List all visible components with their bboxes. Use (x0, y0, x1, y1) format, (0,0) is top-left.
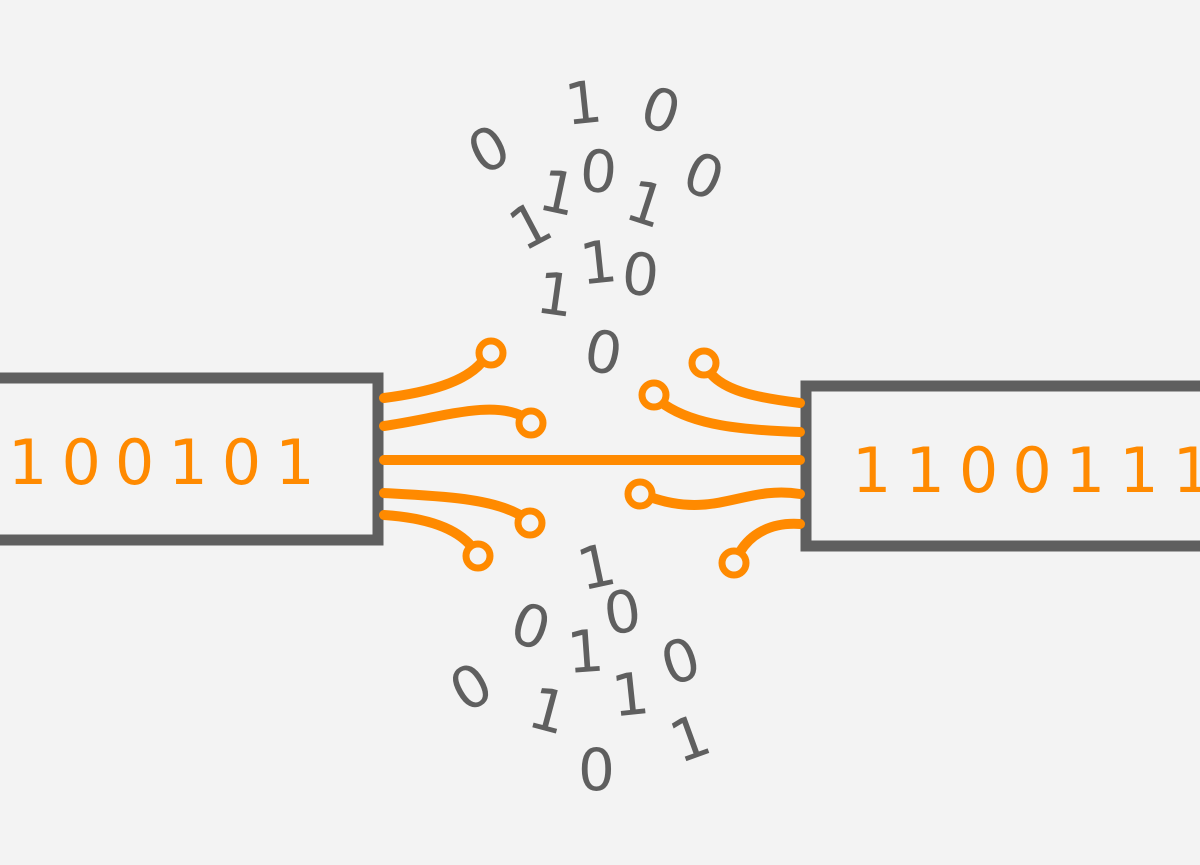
digit: 1 (609, 659, 653, 730)
terminal-ring (475, 337, 507, 369)
floating-digits-bottom: 1 0 0 1 0 0 1 1 1 0 (438, 530, 719, 804)
terminal-ring (718, 547, 750, 579)
digit: 0 (578, 736, 615, 804)
left-wire-2 (379, 404, 527, 431)
terminal-ring (638, 379, 670, 411)
digit: 1 (565, 617, 607, 687)
digit: 0 (619, 239, 663, 310)
left-binary-text: 100101 (8, 426, 329, 499)
digit: 0 (457, 111, 522, 188)
right-wire-4 (735, 518, 805, 557)
digit: 0 (438, 649, 504, 726)
digit: 0 (599, 576, 645, 648)
terminal-ring (514, 507, 546, 539)
digit: 0 (579, 316, 627, 389)
digit: 1 (532, 258, 578, 330)
left-wire-4 (379, 510, 477, 552)
right-data-box (800, 380, 1200, 552)
right-binary-text: 1100111 (852, 434, 1200, 507)
right-wire-2 (660, 400, 805, 437)
digit: 0 (503, 589, 559, 665)
terminal-ring (515, 407, 547, 439)
left-data-box (0, 372, 384, 546)
right-wire-1 (707, 370, 805, 408)
terminal-ring (624, 478, 656, 510)
wire-terminals (462, 337, 750, 579)
wire-bundle (379, 357, 805, 557)
left-wire-3 (379, 488, 525, 520)
digit: 0 (653, 623, 709, 699)
left-wire-1 (379, 357, 487, 403)
terminal-ring (462, 540, 494, 572)
digit: 1 (661, 700, 719, 777)
right-wire-3 (645, 487, 805, 510)
digit: 1 (618, 166, 674, 242)
digit: 0 (577, 136, 620, 207)
digit: 1 (522, 673, 575, 748)
digit: 1 (577, 227, 621, 298)
digit: 1 (561, 67, 605, 138)
digit: 0 (633, 73, 689, 149)
terminal-ring (688, 347, 720, 379)
digit: 0 (674, 138, 734, 215)
